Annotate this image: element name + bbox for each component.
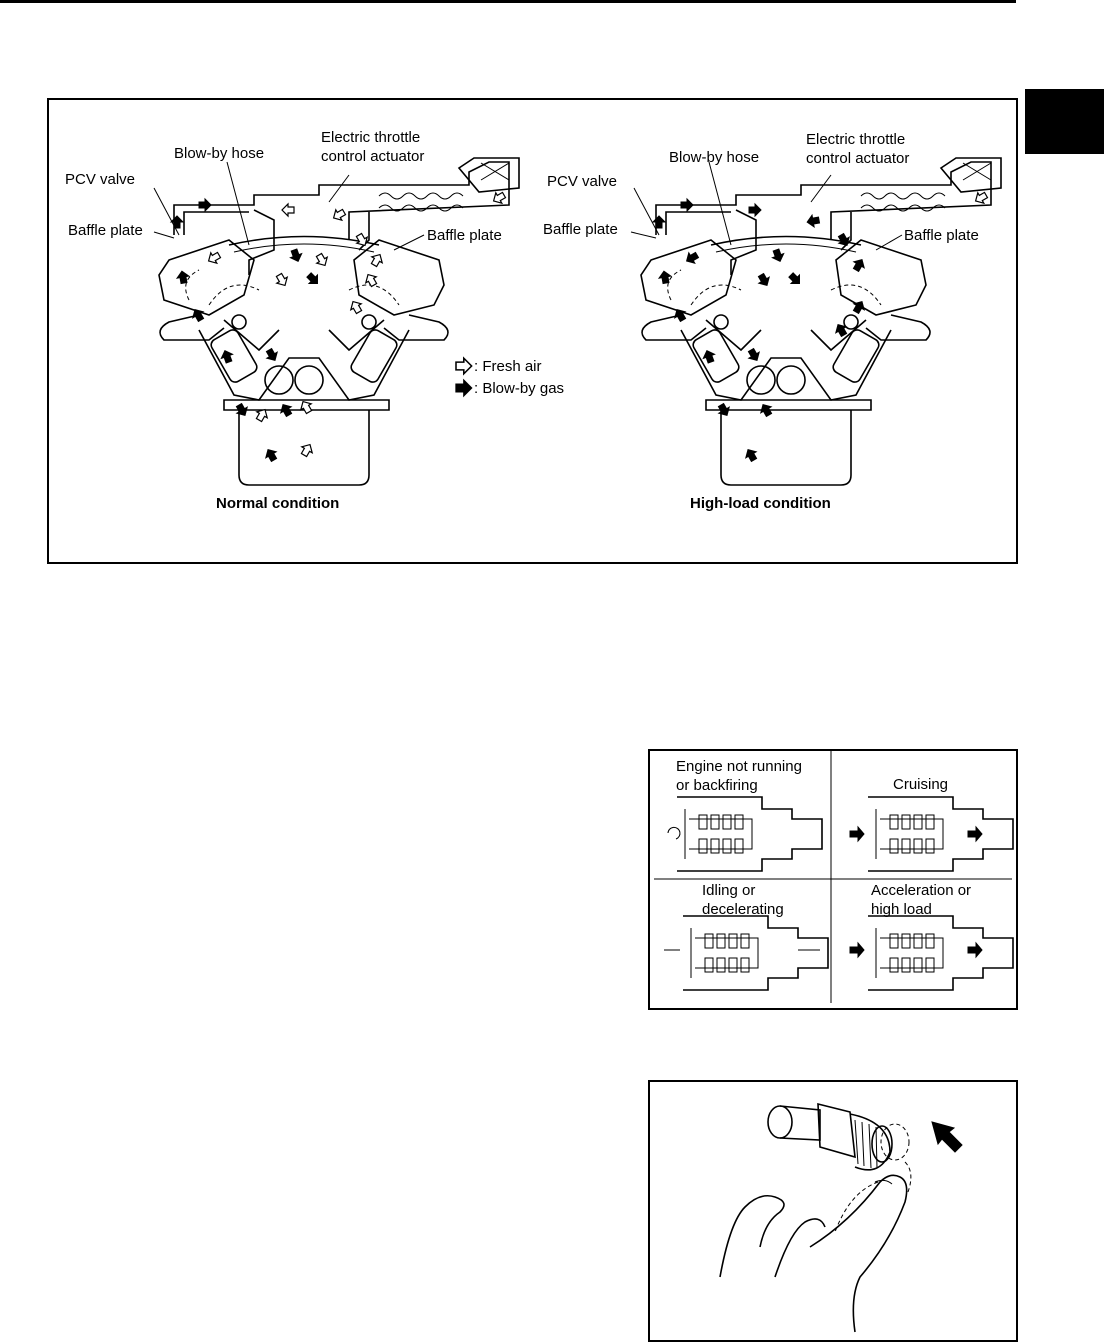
label-baffle-plate-right-b: Baffle plate xyxy=(904,227,979,244)
label-pcv-valve-left: PCV valve xyxy=(65,171,135,188)
pcv-valve-finger-check-diagram xyxy=(719,1102,963,1333)
label-pcv-valve-right: PCV valve xyxy=(547,173,617,190)
fresh-air-arrow-icon xyxy=(455,357,473,375)
valve-cruising xyxy=(849,796,1014,872)
valve-not-running xyxy=(667,796,823,872)
caption-normal-condition: Normal condition xyxy=(216,495,339,512)
valve-idling xyxy=(664,915,829,991)
legend-fresh-air: : Fresh air xyxy=(474,358,542,375)
blowby-gas-arrow-icon xyxy=(455,379,473,397)
caption-high-load-condition: High-load condition xyxy=(690,495,831,512)
legend: : Fresh air : Blow-by gas xyxy=(455,357,564,397)
label-baffle-plate-right-a: Baffle plate xyxy=(543,221,618,238)
label-baffle-plate-left-a: Baffle plate xyxy=(68,222,143,239)
legend-blowby-gas: : Blow-by gas xyxy=(474,380,564,397)
push-direction-arrow-icon xyxy=(931,1121,963,1153)
label-cruising: Cruising xyxy=(893,776,948,793)
engine-normal-drawing xyxy=(158,157,520,486)
top-rule xyxy=(0,0,1016,3)
label-blowby-hose-left: Blow-by hose xyxy=(174,145,264,162)
valve-acceleration xyxy=(849,915,1014,991)
label-baffle-plate-left-b: Baffle plate xyxy=(427,227,502,244)
engine-high-load-drawing xyxy=(640,157,1002,486)
label-blowby-hose-right: Blow-by hose xyxy=(669,149,759,166)
pcv-valve-inspection-figure xyxy=(648,1080,1018,1342)
section-tab xyxy=(1025,89,1104,154)
